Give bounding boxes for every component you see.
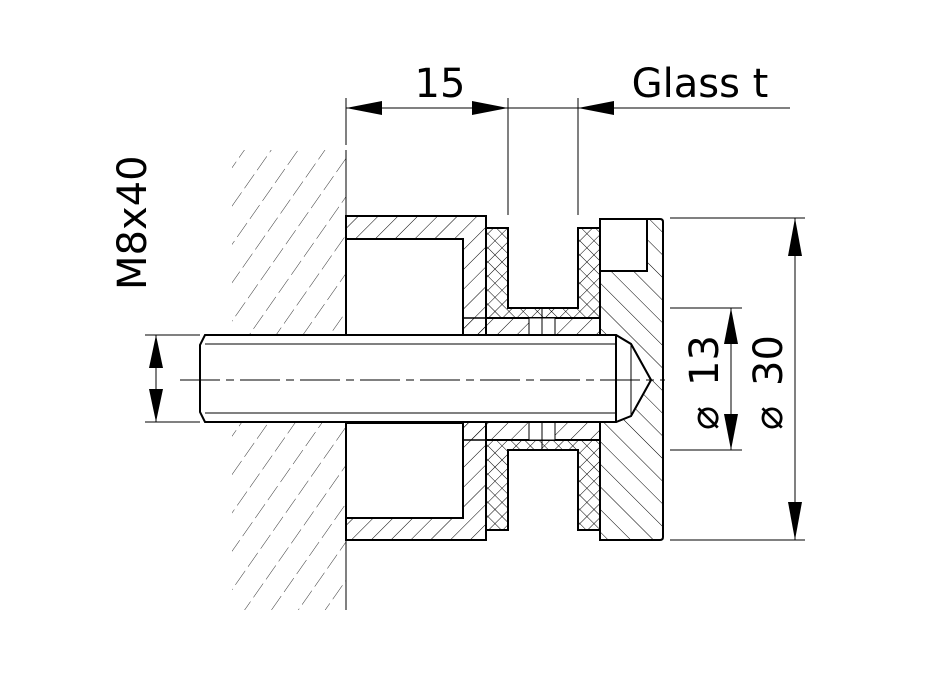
dimension-15-label: 15 — [415, 61, 466, 107]
gasket-bottom — [485, 439, 601, 531]
dimension-30-label: 30 — [746, 335, 792, 386]
sleeve — [462, 308, 601, 450]
diameter-symbol: ⌀ — [682, 406, 728, 430]
diameter-symbol: ⌀ — [746, 406, 792, 430]
dimension-glass-thickness-label: Glass t — [632, 61, 769, 107]
dimension-diameter-30: ⌀ 30 — [746, 335, 792, 430]
dimension-diameter-13: ⌀ 13 — [682, 335, 728, 430]
top-dimensions — [345, 98, 790, 215]
gasket-top — [485, 227, 601, 319]
left-cap — [345, 215, 487, 541]
threaded-bolt — [180, 334, 665, 423]
dimension-13-label: 13 — [682, 335, 728, 386]
bolt-dimension — [145, 334, 200, 423]
right-dimensions — [670, 217, 805, 541]
dimension-m8x40-label: M8x40 — [110, 155, 156, 290]
